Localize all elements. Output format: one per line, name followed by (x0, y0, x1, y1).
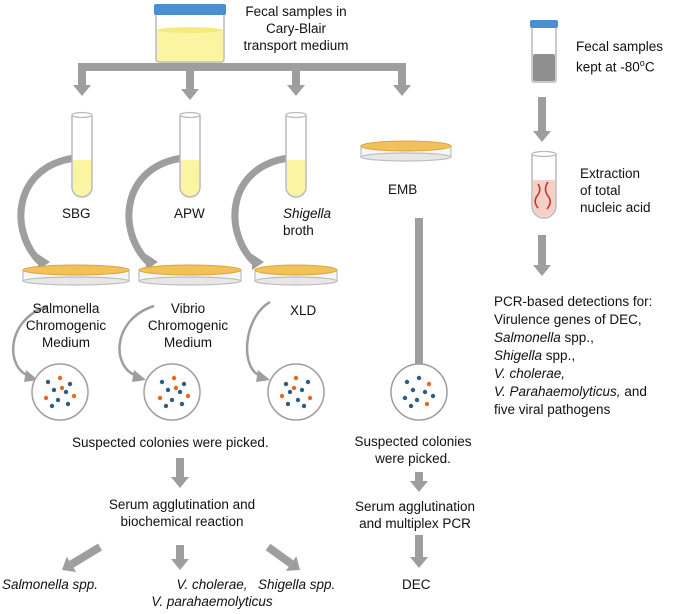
curve-shigella-to-plate (231, 154, 290, 270)
extraction-label: Extraction of total nucleic acid (580, 165, 651, 216)
xld-colony-plate (267, 363, 325, 421)
frozen-label: Fecal samples kept at -80oC (576, 38, 663, 76)
arrow-serum-right-to-dec (410, 535, 428, 568)
xld-label: XLD (290, 303, 317, 318)
frozen-sample-vial (530, 20, 558, 83)
frozen-line-1: Fecal samples (576, 39, 664, 54)
vibrio-chromogenic-plate (138, 264, 242, 286)
salmonella-medium-line-2: Chromogenic (25, 318, 107, 333)
serum-right-label: Serum agglutination and multiplex PCR (340, 498, 490, 532)
curve-xld-to-colonies (245, 300, 271, 382)
shigella-broth-line-1: Shigella (283, 206, 332, 221)
salmonella-medium-label: Salmonella Chromogenic Medium (2, 300, 130, 351)
picked-right-label: Suspected colonies were picked. (338, 433, 488, 467)
result-salmonella: Salmonella spp. (2, 577, 99, 592)
sbg-tube (71, 111, 93, 198)
vibrio-medium-line-2: Chromogenic (147, 318, 229, 333)
result-shigella: Shigella spp. (258, 577, 336, 592)
arrow-to-shigella-broth (287, 72, 305, 96)
result-dec: DEC (402, 577, 431, 592)
serum-right-line-1: Serum agglutination (354, 499, 476, 514)
arrow-picked-to-serum-right (410, 472, 428, 492)
source-line-3: transport medium (243, 38, 349, 53)
distribution-bar (78, 63, 406, 74)
vibrio-medium-label: Vibrio Chromogenic Medium (128, 300, 248, 351)
vibrio-colony-plate (143, 363, 201, 421)
arrow-frozen-to-extraction (533, 97, 551, 142)
extraction-line-3: nucleic acid (580, 200, 651, 215)
arrow-picked-to-serum-left (171, 458, 189, 488)
xld-plate (254, 264, 338, 286)
source-label: Fecal samples in Cary-Blair transport me… (226, 3, 366, 54)
extraction-line-2: of total (580, 183, 621, 198)
shigella-broth-tube (285, 111, 307, 198)
pcr-line-2: Virulence genes of DEC, (494, 312, 642, 327)
pcr-line-5: V. cholerae, (494, 366, 566, 381)
serum-left-line-2: biochemical reaction (120, 514, 244, 529)
sbg-label: SBG (62, 206, 91, 221)
pcr-line-6: V. Parahaemolyticus, and (494, 384, 647, 399)
source-container (154, 4, 226, 63)
serum-left-line-1: Serum agglutination and (108, 497, 256, 512)
pcr-line-1: PCR-based detections for: (494, 294, 653, 309)
emb-colony-plate (390, 363, 448, 421)
pcr-line-4: Shigella spp., (494, 348, 576, 363)
arrow-extraction-to-pcr (533, 235, 551, 276)
emb-plate (360, 140, 452, 162)
arrow-to-emb (393, 72, 411, 96)
shigella-broth-line-2: broth (283, 223, 314, 238)
picked-right-line-2: were picked. (375, 451, 451, 466)
pcr-line-3: Salmonella spp., (494, 330, 594, 345)
salmonella-chromogenic-plate (22, 264, 130, 286)
vibrio-medium-line-3: Medium (163, 335, 212, 350)
arrow-to-apw (181, 72, 199, 100)
salmonella-medium-line-1: Salmonella (32, 301, 100, 316)
curve-vibrio-to-colonies (118, 304, 155, 382)
emb-label: EMB (388, 182, 418, 197)
result-vibrio-line-2: V. parahaemolyticus (151, 594, 273, 609)
result-vibrio-line-1: V. cholerae, (176, 577, 248, 592)
picked-right-line-1: Suspected colonies (354, 434, 472, 449)
source-line-2: Cary-Blair (265, 21, 326, 36)
extraction-line-1: Extraction (580, 166, 641, 181)
shigella-broth-label: Shigella broth (283, 205, 331, 239)
extraction-tube (531, 150, 557, 219)
serum-right-line-2: and multiplex PCR (359, 516, 471, 531)
salmonella-colony-plate (31, 363, 89, 421)
result-vibrio: V. cholerae, V. parahaemolyticus (150, 576, 274, 610)
frozen-line-2: kept at -80oC (576, 58, 655, 75)
curve-apw-to-plate (125, 154, 184, 270)
pcr-line-7: five viral pathogens (494, 402, 611, 417)
vibrio-medium-line-1: Vibrio (170, 301, 206, 316)
salmonella-medium-line-3: Medium (41, 335, 90, 350)
arrow-to-vibrio (171, 545, 189, 570)
apw-label: APW (174, 206, 205, 221)
arrow-to-salmonella (62, 543, 103, 573)
arrow-to-shigella (265, 543, 300, 571)
arrow-to-sbg (73, 72, 91, 96)
curved-arrows-layer (11, 154, 290, 382)
apw-tube (179, 111, 201, 198)
objects-layer (22, 4, 558, 421)
source-line-1: Fecal samples in (245, 4, 347, 19)
serum-left-label: Serum agglutination and biochemical reac… (94, 496, 270, 530)
picked-left-label: Suspected colonies were picked. (72, 435, 269, 450)
pcr-detections-label: PCR-based detections for: Virulence gene… (494, 293, 652, 419)
